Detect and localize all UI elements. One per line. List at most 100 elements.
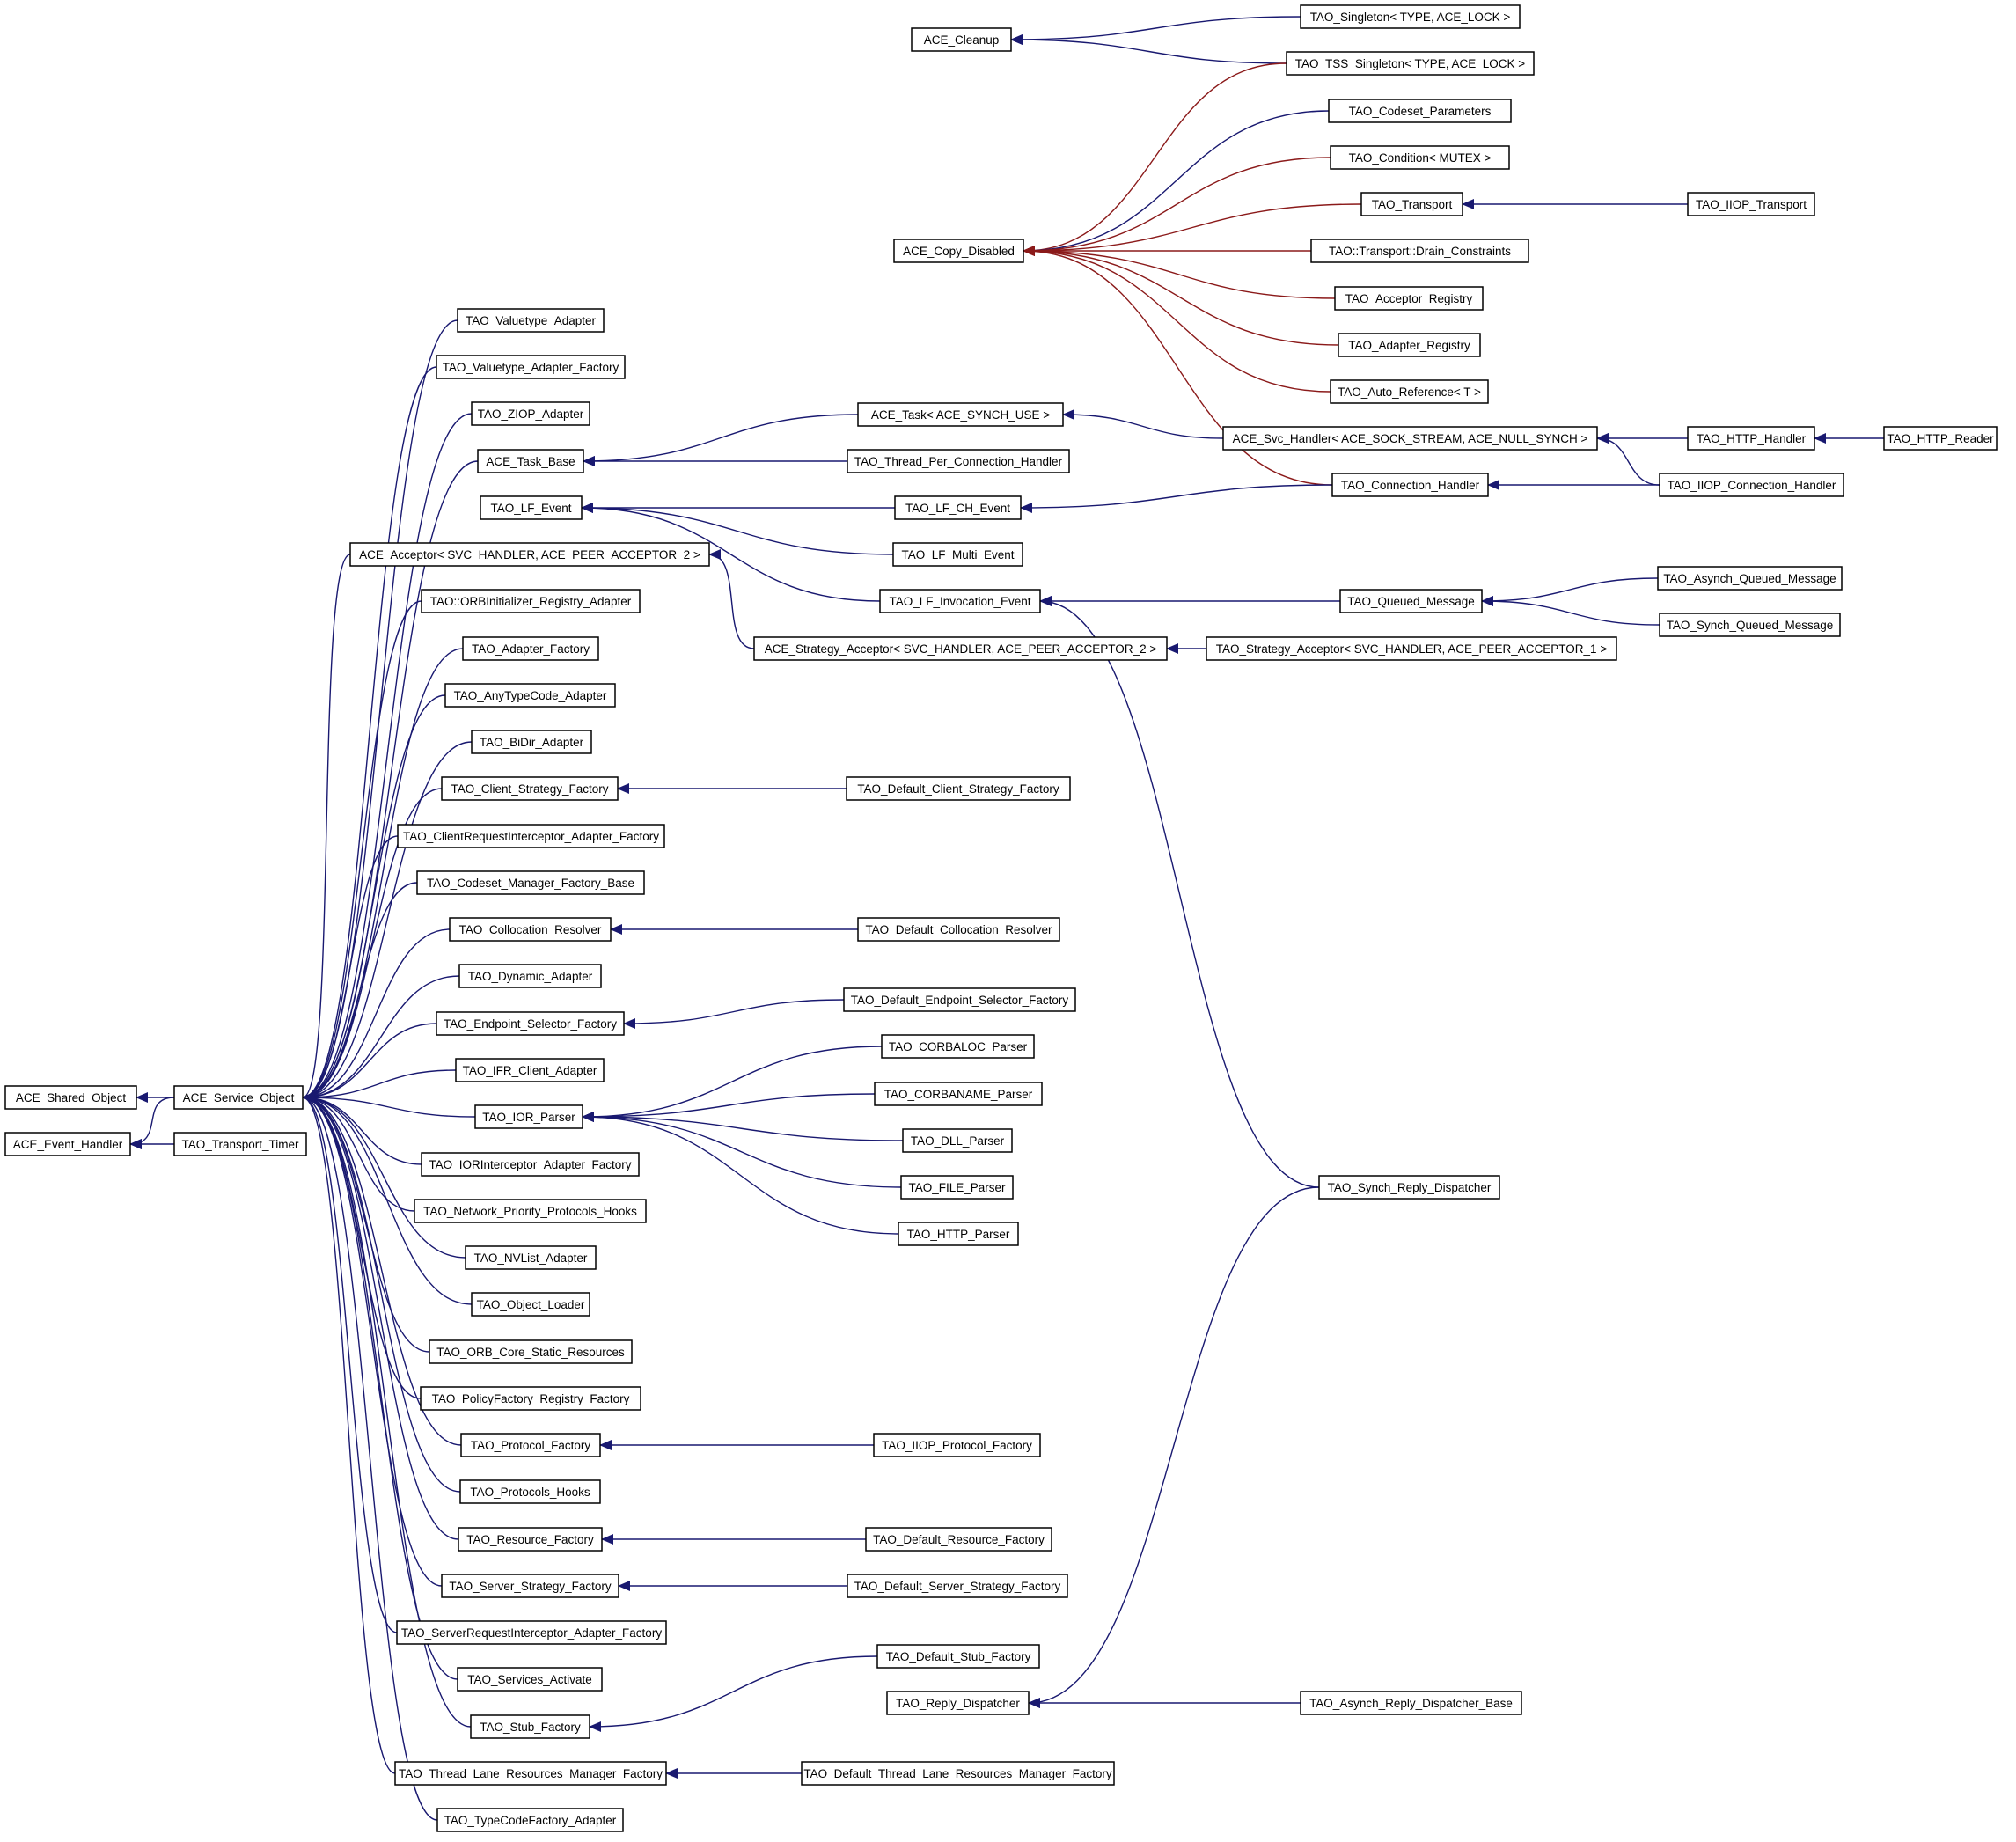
- inheritance-edge: [302, 366, 437, 1103]
- class-node-ace-strategy-acceptor[interactable]: ACE_Strategy_Acceptor< SVC_HANDLER, ACE_…: [753, 636, 1168, 661]
- class-box: [474, 1104, 583, 1129]
- class-node-ace-copy-disabled[interactable]: ACE_Copy_Disabled: [893, 239, 1024, 263]
- class-name-label: TAO_NVList_Adapter: [474, 1251, 588, 1265]
- class-node-tao-client-strategy-factory[interactable]: TAO_Client_Strategy_Factory: [441, 776, 619, 801]
- class-name-label: TAO_LF_CH_Event: [905, 502, 1010, 515]
- class-node-tao-server-strategy-factory[interactable]: TAO_Server_Strategy_Factory: [441, 1574, 619, 1598]
- class-node-tao-thread-lane-resources-manager-factory[interactable]: TAO_Thread_Lane_Resources_Manager_Factor…: [394, 1761, 667, 1786]
- class-node-tao-network-priority-protocols-hooks[interactable]: TAO_Network_Priority_Protocols_Hooks: [414, 1199, 647, 1223]
- class-node-tao-clientrequestinterceptor-adapter-factory[interactable]: TAO_ClientRequestInterceptor_Adapter_Fac…: [397, 824, 665, 848]
- class-node-tao-tss-singleton[interactable]: TAO_TSS_Singleton< TYPE, ACE_LOCK >: [1286, 51, 1535, 76]
- class-node-tao-protocols-hooks[interactable]: TAO_Protocols_Hooks: [459, 1479, 601, 1504]
- class-node-tao-corbaloc-parser[interactable]: TAO_CORBALOC_Parser: [881, 1034, 1035, 1059]
- class-node-tao-http-reader[interactable]: TAO_HTTP_Reader: [1883, 426, 1998, 451]
- class-node-tao-iiop-protocol-factory[interactable]: TAO_IIOP_Protocol_Factory: [873, 1433, 1041, 1457]
- class-node-tao-lf-event[interactable]: TAO_LF_Event: [480, 495, 583, 520]
- class-node-tao-adapter-registry[interactable]: TAO_Adapter_Registry: [1338, 333, 1481, 357]
- class-node-tao-corbaname-parser[interactable]: TAO_CORBANAME_Parser: [874, 1082, 1043, 1106]
- class-node-tao-orbinitializer-registry-adapter[interactable]: TAO::ORBInitializer_Registry_Adapter: [421, 589, 641, 613]
- class-node-tao-http-handler[interactable]: TAO_HTTP_Handler: [1687, 426, 1815, 451]
- class-node-ace-task-base[interactable]: ACE_Task_Base: [477, 449, 584, 473]
- class-node-tao-queued-message[interactable]: TAO_Queued_Message: [1339, 589, 1483, 613]
- class-node-tao-drain-constraints[interactable]: TAO::Transport::Drain_Constraints: [1310, 239, 1529, 263]
- class-name-label: TAO_IORInterceptor_Adapter_Factory: [429, 1158, 631, 1171]
- class-node-tao-transport-timer[interactable]: TAO_Transport_Timer: [173, 1132, 307, 1156]
- class-node-tao-resource-factory[interactable]: TAO_Resource_Factory: [458, 1527, 603, 1552]
- class-name-label: TAO_IIOP_Protocol_Factory: [882, 1439, 1032, 1452]
- inheritance-edge: [302, 600, 422, 1103]
- class-node-tao-codeset-manager-factory-base[interactable]: TAO_Codeset_Manager_Factory_Base: [416, 870, 645, 895]
- class-node-tao-anytypecode-adapter[interactable]: TAO_AnyTypeCode_Adapter: [444, 683, 616, 708]
- class-node-tao-nvlist-adapter[interactable]: TAO_NVList_Adapter: [465, 1245, 597, 1270]
- class-node-ace-event-handler[interactable]: ACE_Event_Handler: [4, 1132, 131, 1156]
- class-box: [1206, 636, 1617, 661]
- class-node-tao-synch-queued-message[interactable]: TAO_Synch_Queued_Message: [1659, 613, 1841, 637]
- class-node-tao-thread-per-connection-handler[interactable]: TAO_Thread_Per_Connection_Handler: [847, 449, 1070, 473]
- class-node-tao-lf-multi-event[interactable]: TAO_LF_Multi_Event: [892, 542, 1023, 567]
- class-node-tao-iiop-connection-handler[interactable]: TAO_IIOP_Connection_Handler: [1659, 473, 1844, 497]
- class-node-tao-services-activate[interactable]: TAO_Services_Activate: [457, 1667, 603, 1692]
- class-node-tao-dll-parser[interactable]: TAO_DLL_Parser: [902, 1128, 1013, 1153]
- class-node-tao-default-client-strategy-factory[interactable]: TAO_Default_Client_Strategy_Factory: [846, 776, 1071, 801]
- class-node-ace-svc-handler[interactable]: ACE_Svc_Handler< ACE_SOCK_STREAM, ACE_NU…: [1222, 426, 1598, 451]
- class-node-tao-dynamic-adapter[interactable]: TAO_Dynamic_Adapter: [458, 964, 602, 988]
- class-node-tao-reply-dispatcher[interactable]: TAO_Reply_Dispatcher: [886, 1691, 1030, 1715]
- class-node-tao-default-thread-lane-resources-manager-factory[interactable]: TAO_Default_Thread_Lane_Resources_Manage…: [801, 1761, 1115, 1786]
- class-node-tao-synch-reply-dispatcher[interactable]: TAO_Synch_Reply_Dispatcher: [1318, 1175, 1500, 1200]
- class-node-tao-default-server-strategy-factory[interactable]: TAO_Default_Server_Strategy_Factory: [847, 1574, 1068, 1598]
- class-node-tao-asynch-queued-message[interactable]: TAO_Asynch_Queued_Message: [1657, 566, 1843, 591]
- class-node-tao-ziop-adapter[interactable]: TAO_ZIOP_Adapter: [471, 401, 590, 426]
- class-name-label: TAO_Adapter_Factory: [472, 642, 590, 656]
- class-name-label: TAO_Dynamic_Adapter: [468, 970, 593, 983]
- class-node-tao-orb-core-static-resources[interactable]: TAO_ORB_Core_Static_Resources: [429, 1339, 633, 1364]
- class-node-tao-strategy-acceptor[interactable]: TAO_Strategy_Acceptor< SVC_HANDLER, ACE_…: [1206, 636, 1617, 661]
- class-node-ace-shared-object[interactable]: ACE_Shared_Object: [4, 1085, 137, 1110]
- class-node-tao-ifr-client-adapter[interactable]: TAO_IFR_Client_Adapter: [455, 1058, 605, 1082]
- class-name-label: TAO_Adapter_Registry: [1348, 339, 1470, 352]
- class-name-label: TAO_Connection_Handler: [1341, 479, 1480, 492]
- class-node-tao-auto-reference[interactable]: TAO_Auto_Reference< T >: [1330, 379, 1489, 404]
- inheritance-edge: [589, 1655, 878, 1732]
- class-box: [480, 495, 583, 520]
- class-node-tao-file-parser[interactable]: TAO_FILE_Parser: [900, 1175, 1014, 1200]
- class-node-tao-connection-handler[interactable]: TAO_Connection_Handler: [1331, 473, 1489, 497]
- class-node-ace-acceptor[interactable]: ACE_Acceptor< SVC_HANDLER, ACE_PEER_ACCE…: [349, 542, 710, 567]
- class-box: [457, 308, 605, 333]
- class-node-tao-acceptor-registry[interactable]: TAO_Acceptor_Registry: [1334, 286, 1484, 311]
- class-node-tao-default-stub-factory[interactable]: TAO_Default_Stub_Factory: [876, 1644, 1040, 1669]
- class-node-tao-transport[interactable]: TAO_Transport: [1360, 192, 1463, 216]
- class-node-tao-protocol-factory[interactable]: TAO_Protocol_Factory: [460, 1433, 601, 1457]
- class-node-tao-lf-invocation-event[interactable]: TAO_LF_Invocation_Event: [879, 589, 1041, 613]
- class-node-tao-ior-parser[interactable]: TAO_IOR_Parser: [474, 1104, 583, 1129]
- class-node-tao-serverrequestinterceptor-adapter-factory[interactable]: TAO_ServerRequestInterceptor_Adapter_Fac…: [396, 1620, 667, 1645]
- class-node-tao-stub-factory[interactable]: TAO_Stub_Factory: [470, 1714, 590, 1739]
- inheritance-arrow: [1028, 1186, 1320, 1708]
- class-node-tao-iorinterceptor-adapter-factory[interactable]: TAO_IORInterceptor_Adapter_Factory: [421, 1152, 640, 1177]
- class-node-tao-codeset-parameters[interactable]: TAO_Codeset_Parameters: [1328, 99, 1512, 123]
- class-node-tao-valuetype-adapter[interactable]: TAO_Valuetype_Adapter: [457, 308, 605, 333]
- class-node-tao-endpoint-selector-factory[interactable]: TAO_Endpoint_Selector_Factory: [436, 1011, 625, 1036]
- class-node-tao-asynch-reply-dispatcher-base[interactable]: TAO_Asynch_Reply_Dispatcher_Base: [1300, 1691, 1522, 1715]
- class-name-label: TAO_Synch_Queued_Message: [1667, 619, 1834, 632]
- class-node-tao-collocation-resolver[interactable]: TAO_Collocation_Resolver: [449, 917, 612, 942]
- class-node-tao-singleton[interactable]: TAO_Singleton< TYPE, ACE_LOCK >: [1300, 4, 1521, 29]
- class-box: [420, 1386, 641, 1411]
- class-node-tao-object-loader[interactable]: TAO_Object_Loader: [471, 1292, 590, 1317]
- class-node-ace-task[interactable]: ACE_Task< ACE_SYNCH_USE >: [857, 402, 1064, 427]
- class-node-tao-iiop-transport[interactable]: TAO_IIOP_Transport: [1687, 192, 1815, 216]
- class-name-label: ACE_Event_Handler: [13, 1138, 123, 1151]
- class-node-tao-typecodefactory-adapter[interactable]: TAO_TypeCodeFactory_Adapter: [436, 1808, 624, 1832]
- class-name-label: TAO_LF_Multi_Event: [901, 548, 1014, 561]
- class-node-tao-default-collocation-resolver[interactable]: TAO_Default_Collocation_Resolver: [857, 917, 1060, 942]
- class-node-tao-adapter-factory[interactable]: TAO_Adapter_Factory: [462, 636, 599, 661]
- class-node-ace-cleanup[interactable]: ACE_Cleanup: [911, 27, 1012, 52]
- class-node-tao-policyfactory-registry-factory[interactable]: TAO_PolicyFactory_Registry_Factory: [420, 1386, 641, 1411]
- class-node-tao-default-resource-factory[interactable]: TAO_Default_Resource_Factory: [865, 1527, 1052, 1552]
- class-node-tao-default-endpoint-selector-factory[interactable]: TAO_Default_Endpoint_Selector_Factory: [843, 987, 1076, 1012]
- class-node-tao-condition[interactable]: TAO_Condition< MUTEX >: [1330, 145, 1510, 170]
- class-node-tao-lf-ch-event[interactable]: TAO_LF_CH_Event: [894, 495, 1022, 520]
- class-node-tao-valuetype-adapter-factory[interactable]: TAO_Valuetype_Adapter_Factory: [436, 355, 626, 379]
- class-node-tao-http-parser[interactable]: TAO_HTTP_Parser: [898, 1222, 1019, 1246]
- class-node-tao-bidir-adapter[interactable]: TAO_BiDir_Adapter: [471, 730, 592, 754]
- class-node-ace-service-object[interactable]: ACE_Service_Object: [173, 1085, 304, 1110]
